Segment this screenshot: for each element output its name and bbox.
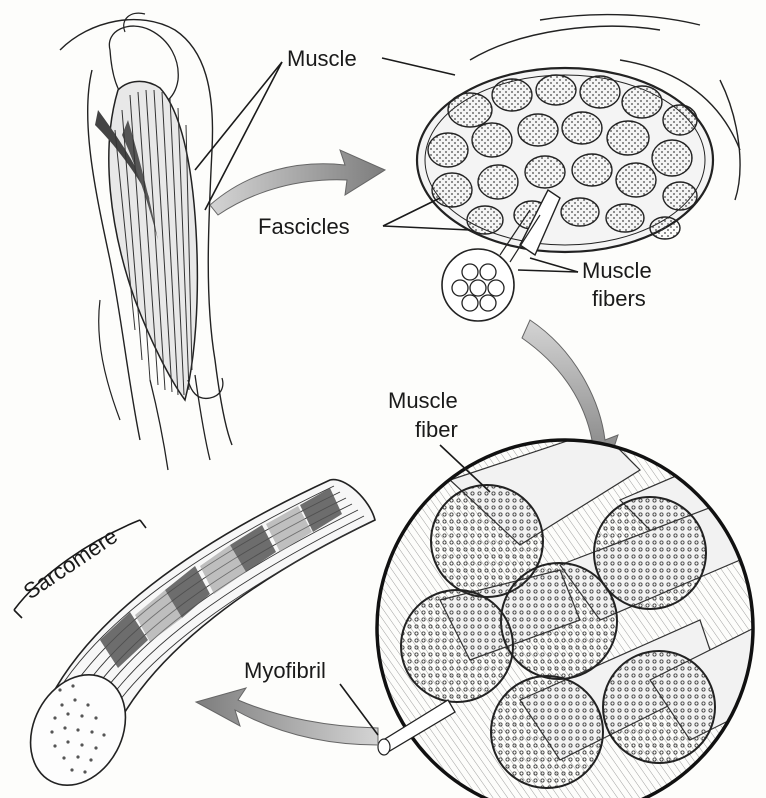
muscle-fiber-detail (370, 430, 766, 798)
label-muscle-fiber-line1: Muscle (388, 388, 458, 413)
label-sarcomere-text: Sarcomere (19, 523, 122, 604)
label-muscle-fibers: Muscle fibers (518, 258, 652, 311)
label-muscle-fiber-line2: fiber (415, 417, 458, 442)
label-muscle-fibers-line1: Muscle (582, 258, 652, 283)
arrow-to-cross-section (210, 150, 385, 215)
label-myofibril-text: Myofibril (244, 658, 326, 683)
label-muscle-fibers-line2: fibers (592, 286, 646, 311)
myofibril-tube (12, 480, 375, 798)
arrow-to-myofibril (196, 688, 378, 745)
arm-illustration (60, 13, 232, 470)
muscle-cross-section (417, 15, 740, 321)
label-fascicles-text: Fascicles (258, 214, 350, 239)
label-muscle: Muscle (195, 46, 455, 210)
label-sarcomere: Sarcomere (19, 523, 122, 604)
label-muscle-text: Muscle (287, 46, 357, 71)
